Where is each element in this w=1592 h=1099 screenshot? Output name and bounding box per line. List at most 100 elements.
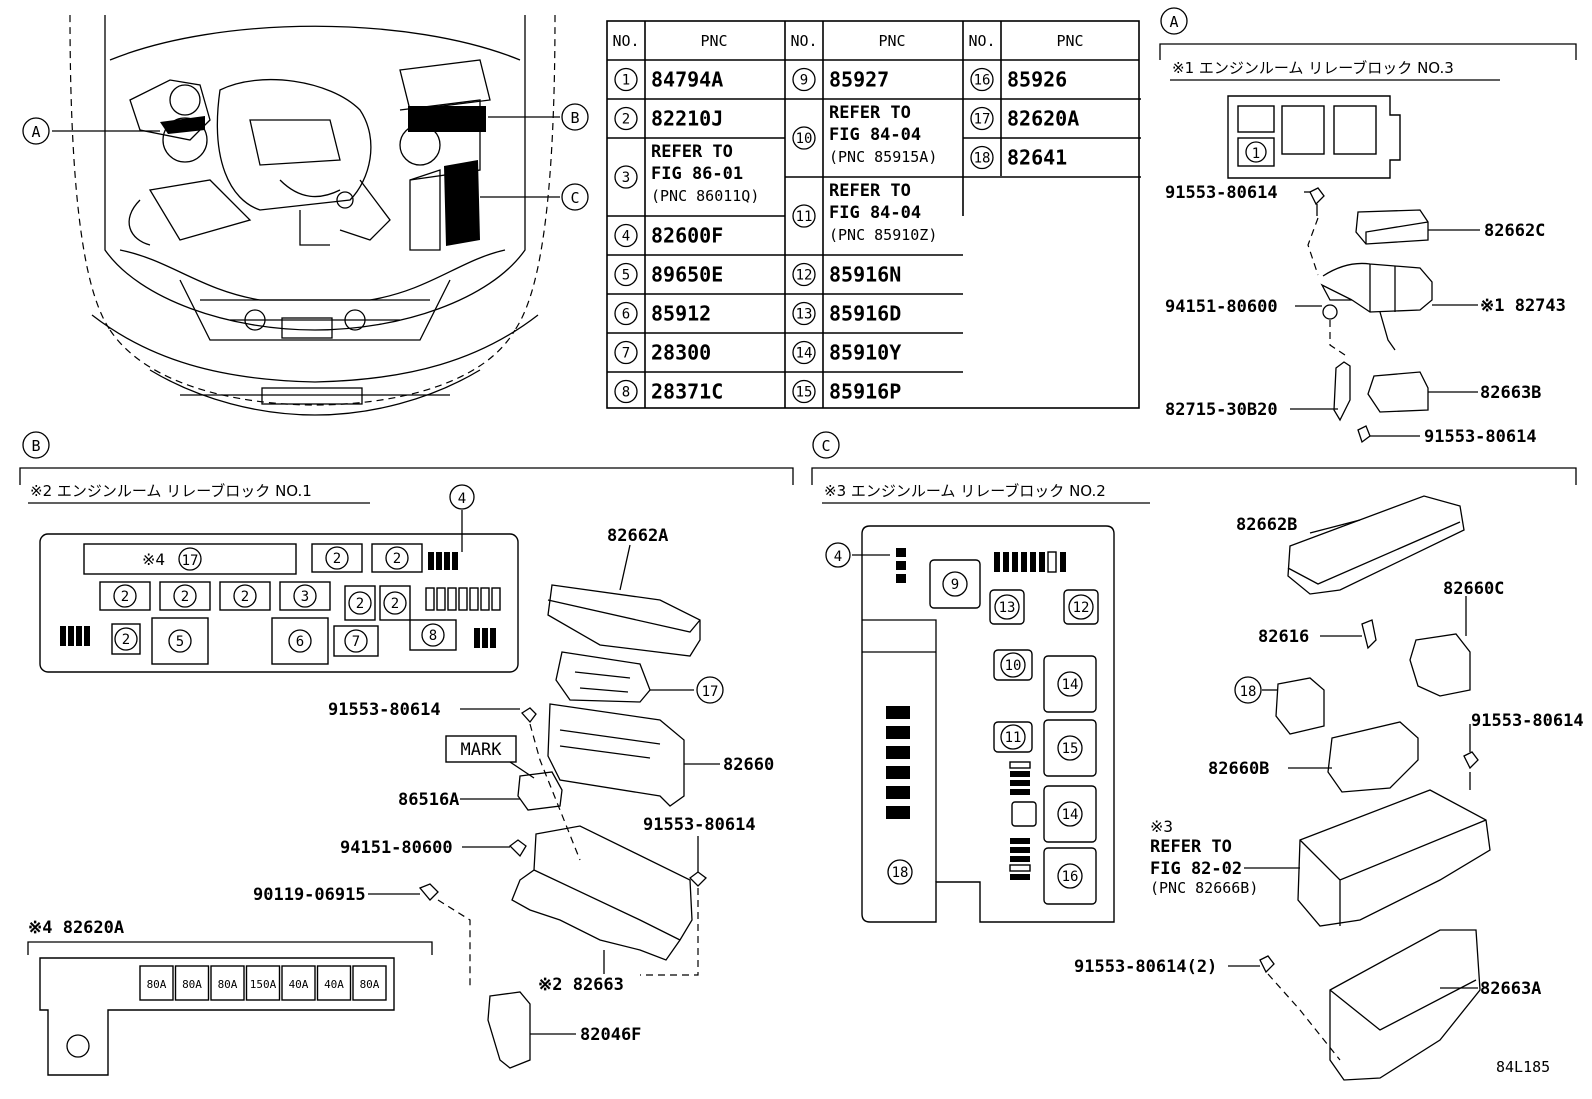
part-82663[interactable]: ※2 82663 <box>538 975 624 995</box>
part-82660[interactable]: 82660 <box>723 755 774 775</box>
part-94151-80600-b[interactable]: 94151-80600 <box>340 838 453 858</box>
c-slot-8: 18 <box>892 865 909 881</box>
fuse-mark <box>896 574 906 583</box>
fuse-mark <box>428 552 434 570</box>
fuse-mark <box>886 766 910 779</box>
part-82662b[interactable]: 82662B <box>1236 515 1297 535</box>
part-82663a[interactable]: 82663A <box>1480 979 1541 999</box>
callout-c[interactable] <box>561 183 589 211</box>
row-no-5: 5 <box>622 268 630 284</box>
c-slot-7: 14 <box>1062 807 1079 823</box>
fuse-cell <box>281 965 316 1001</box>
c-slot-1-circle <box>994 594 1020 620</box>
callout-a-label: A <box>31 123 40 141</box>
part-91553-80614-b1[interactable]: 91553-80614 <box>328 700 441 720</box>
row-pnc-17[interactable]: 82620A <box>1007 107 1079 131</box>
row-pnc-12[interactable]: 85916N <box>829 263 901 287</box>
fuse-mark <box>1030 552 1036 572</box>
row-ref-11-0: REFER TO <box>829 181 911 201</box>
callout-a[interactable] <box>22 117 50 145</box>
part-91553-80614-c2[interactable]: 91553-80614(2) <box>1074 957 1217 977</box>
c-slot-3: 10 <box>1005 658 1022 674</box>
fuse-cell <box>174 965 210 1001</box>
row-pnc-1[interactable]: 84794A <box>651 68 723 92</box>
callout-17-b: 17 <box>702 684 719 700</box>
row-pnc-8[interactable]: 28371C <box>651 380 723 404</box>
section-c-marker <box>812 431 840 459</box>
part-82660c[interactable]: 82660C <box>1443 579 1504 599</box>
callout-4-b: 4 <box>458 491 466 507</box>
c-slot-6: 15 <box>1062 741 1079 757</box>
part-82616[interactable]: 82616 <box>1258 627 1309 647</box>
row-pnc-14[interactable]: 85910Y <box>829 341 901 365</box>
engine-bay-illustration <box>69 14 556 416</box>
fuse-slot <box>447 587 457 611</box>
header-pnc-1: PNC <box>700 32 727 50</box>
part-91553-80614-b2[interactable]: 91553-80614 <box>643 815 756 835</box>
row-no-2-circle <box>614 106 638 131</box>
fuse-mark <box>76 626 82 646</box>
part-91553-80614-a2[interactable]: 91553-80614 <box>1424 427 1537 447</box>
callout-b[interactable] <box>561 103 589 131</box>
b-slot-0-circle <box>325 546 349 570</box>
row-no-10: 10 <box>796 131 813 147</box>
part-82743[interactable]: ※1 82743 <box>1480 296 1566 316</box>
part-82662c[interactable]: 82662C <box>1484 221 1545 241</box>
section-b-marker-label: B <box>31 437 40 455</box>
part-91553-80614-c1[interactable]: 91553-80614 <box>1471 711 1584 731</box>
callout-c-label: C <box>570 189 579 207</box>
fuse-slot <box>491 587 501 611</box>
fuse-rating-5: 40A <box>324 978 344 991</box>
row-pnc-9[interactable]: 85927 <box>829 68 889 92</box>
c-slot-0: 9 <box>951 577 959 593</box>
part-94151-80600-a[interactable]: 94151-80600 <box>1165 297 1278 317</box>
b-slot-2: 2 <box>121 589 129 605</box>
fuse-mark <box>1010 771 1030 777</box>
row-no-6: 6 <box>622 307 630 323</box>
header-pnc-3: PNC <box>1056 32 1083 50</box>
part-86516a[interactable]: 86516A <box>398 790 459 810</box>
row-pnc-7[interactable]: 28300 <box>651 341 711 365</box>
c-slot-9: 16 <box>1062 869 1079 885</box>
section-a-marker <box>1160 7 1188 35</box>
part-82715-30b20[interactable]: 82715-30B20 <box>1165 400 1278 420</box>
part-82663b[interactable]: 82663B <box>1480 383 1541 403</box>
part-82660b[interactable]: 82660B <box>1208 759 1269 779</box>
row-pnc-4[interactable]: 82600F <box>651 224 723 248</box>
row-pnc-5[interactable]: 89650E <box>651 263 723 287</box>
c-slot-3-circle <box>1000 652 1026 678</box>
row-pnc-13[interactable]: 85916D <box>829 302 901 326</box>
row-pnc-15[interactable]: 85916P <box>829 380 901 404</box>
b-slot-9: 5 <box>176 634 184 650</box>
part-90119-06915[interactable]: 90119-06915 <box>253 885 366 905</box>
b-slot-2-circle <box>113 584 137 608</box>
row-pnc-16[interactable]: 85926 <box>1007 68 1067 92</box>
relay-block-no3-layout: 1 <box>1227 95 1401 179</box>
row-no-15-circle <box>792 379 816 404</box>
c-slot-4-circle <box>1057 671 1083 697</box>
fuse-mark <box>444 552 450 570</box>
row-pnc-6[interactable]: 85912 <box>651 302 711 326</box>
c-slot-2-circle <box>1068 594 1094 620</box>
row-pnc-18[interactable]: 82641 <box>1007 146 1067 170</box>
row-pnc-2[interactable]: 82210J <box>651 107 723 131</box>
row-no-17: 17 <box>974 112 991 128</box>
part-82662a[interactable]: 82662A <box>607 526 668 546</box>
row-no-11-circle <box>792 204 816 228</box>
note3-line2: FIG 82-02 <box>1150 859 1242 879</box>
part-91553-80614-a1[interactable]: 91553-80614 <box>1165 183 1278 203</box>
row-no-12: 12 <box>796 268 813 284</box>
fuse-mark <box>1012 552 1018 572</box>
fuse-mark <box>436 552 442 570</box>
fuse-mark <box>896 548 906 557</box>
b-slot-0: 2 <box>333 551 341 567</box>
row-no-2: 2 <box>622 112 630 128</box>
row-no-18-circle <box>970 145 994 170</box>
fuse-mark <box>84 626 90 646</box>
note3-prefix: ※3 <box>1150 817 1173 836</box>
part-82046f[interactable]: 82046F <box>580 1025 641 1045</box>
